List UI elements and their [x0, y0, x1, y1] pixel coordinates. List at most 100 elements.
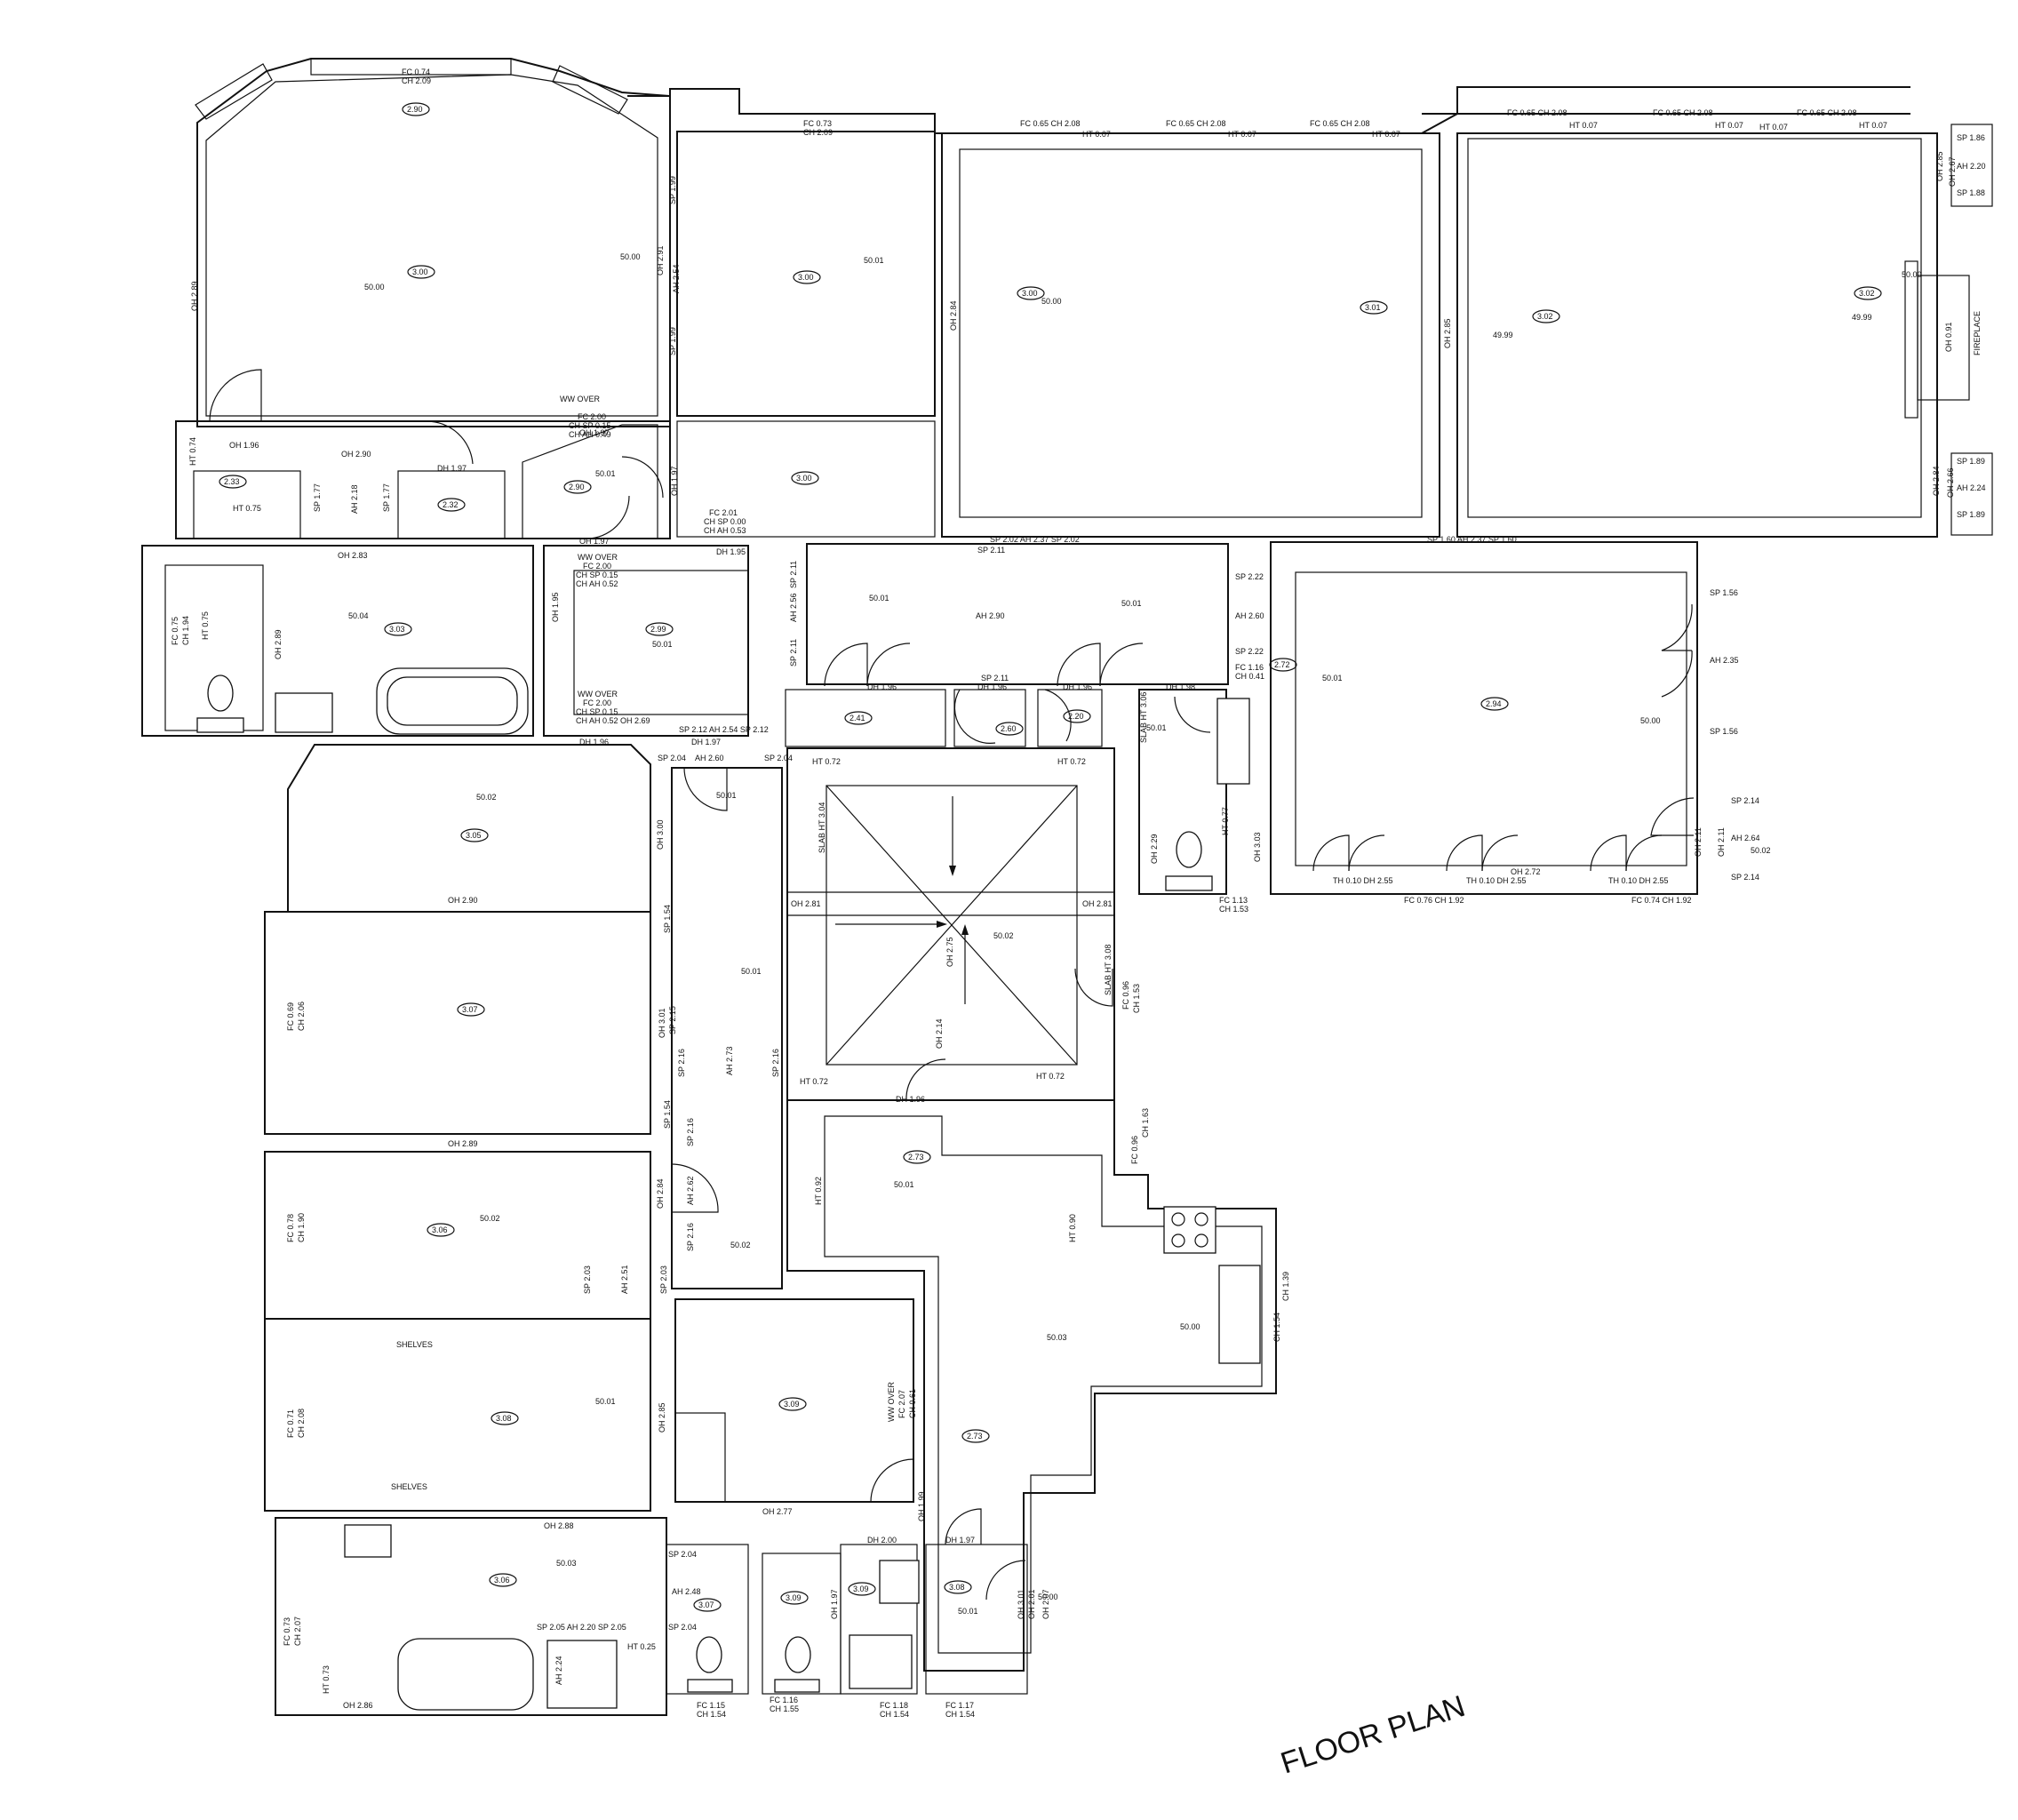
dim: FC 1.17 [945, 1701, 974, 1710]
fixtures [196, 667, 1261, 1711]
dim: FC 0.73 [283, 1617, 291, 1646]
dim: FC 0.65 CH 2.08 [1310, 119, 1370, 128]
room-241 [785, 689, 946, 747]
spot-level: 50.00 [1041, 297, 1062, 306]
dim: SP 2.04 [658, 754, 686, 762]
dim: CH 1.94 [181, 616, 190, 645]
room-height-306b: 3.06 [494, 1576, 510, 1585]
dim: OH 2.72 [1511, 867, 1541, 876]
dim: FC 0.65 CH 2.08 [1507, 108, 1567, 117]
dim: OH 2.75 [945, 937, 954, 967]
spot-level: 50.00 [1640, 716, 1661, 725]
dim: HT 0.72 [1057, 757, 1086, 766]
spot-level: 49.99 [1852, 313, 1872, 322]
dim: AH 2.35 [1710, 656, 1739, 665]
spot-level: 50.01 [958, 1607, 978, 1616]
dim: FC 0.74 [402, 68, 430, 76]
basin-303 [275, 692, 333, 733]
spot-level: 50.01 [864, 256, 884, 265]
toilet-309b [785, 1636, 811, 1673]
dim: TH 0.10 DH 2.55 [1608, 876, 1669, 885]
toilet-303-tank [196, 717, 244, 733]
wall-bay-room [196, 58, 671, 427]
dim: AH 2.73 [725, 1046, 734, 1075]
dim: CH SP 0.15 [576, 571, 618, 579]
room-232 [397, 470, 506, 539]
slab-label-308: SLAB HT 3.08 [1104, 945, 1113, 995]
toilet-right-tank [1165, 875, 1213, 891]
dim: AH 2.24 [1957, 483, 1986, 492]
spot-level: 50.01 [894, 1180, 914, 1189]
dim: CH AH 0.53 [704, 526, 746, 535]
dim: AH 2.90 [976, 611, 1005, 620]
dim: CH 1.90 [297, 1213, 306, 1242]
wc-309c [840, 1544, 918, 1695]
dim: DH 1.97 [437, 464, 467, 473]
ww-over-label: WW OVER [560, 395, 600, 403]
dim: CH 0.41 [1235, 672, 1264, 681]
dim: OH 2.67 [1948, 156, 1957, 187]
hob-ring-3 [1171, 1233, 1185, 1248]
stair-void-inner [826, 785, 1078, 1066]
room-height-300a: 3.00 [412, 267, 428, 276]
room-309-closet [674, 1412, 726, 1503]
dim: OH 2.89 [274, 629, 283, 659]
dimension-annotations: FC 0.74 CH 2.09 FC 0.73 CH 2.09 FC 0.65 … [229, 68, 1986, 1719]
dim: DH 1.96 [977, 682, 1007, 691]
room-height-307: 3.07 [462, 1005, 478, 1014]
dim: DH 1.98 [1166, 682, 1195, 691]
room-303-walls [141, 545, 534, 737]
dim: OH 2.11 [1694, 827, 1703, 857]
dim: AH 2.64 [1731, 834, 1760, 842]
dim: DH 1.96 [579, 738, 609, 746]
dim: HT 0.72 [800, 1077, 828, 1086]
room-260 [953, 689, 1026, 747]
room-height-309: 3.09 [784, 1400, 800, 1409]
room-height-273a: 2.73 [908, 1153, 924, 1161]
dim: OH 2.01 [1027, 1589, 1036, 1619]
ww-over-label: WW OVER [578, 553, 618, 562]
dim: SP 2.16 [686, 1223, 695, 1251]
recess-lower [1950, 452, 1993, 536]
room-height-272: 2.72 [1274, 660, 1290, 669]
room-302-walls [1456, 132, 1938, 538]
dim: OH 2.81 [1082, 899, 1113, 908]
dim: OH 2.83 [338, 551, 368, 560]
dim: OH 2.89 [448, 1139, 478, 1148]
dim: FC 1.15 [697, 1701, 725, 1710]
room-height-tags: 2.90 3.00 3.00 3.00 3.00 3.01 3.02 3.02 … [219, 102, 1882, 1612]
dim: AH 2.51 [620, 1265, 629, 1294]
dim: SP 2.14 [1731, 873, 1759, 882]
dim: SP 1.86 [1957, 133, 1985, 142]
dim: OH 2.69 [620, 716, 650, 725]
dim: OH 3.01 [658, 1008, 666, 1038]
toilet-309b-tank [774, 1679, 820, 1693]
fireplace-label: FIREPLACE [1973, 311, 1982, 355]
dim: SP 2.03 [659, 1265, 668, 1294]
room-294-inner [1295, 571, 1687, 866]
room-height-233: 2.33 [224, 477, 240, 486]
room-290b [522, 424, 658, 539]
ww-over-label: WW OVER [887, 1382, 896, 1422]
room-height-309b: 3.09 [786, 1593, 802, 1602]
kitchen-sink [1218, 1265, 1261, 1364]
basin-309c [879, 1560, 920, 1604]
shelves-label-bottom: SHELVES [391, 1482, 427, 1491]
dim: SP 1.89 [1957, 457, 1985, 466]
room-height-220: 2.20 [1068, 712, 1084, 721]
spot-levels: 50.00 50.00 50.01 50.00 49.99 49.99 50.0… [348, 252, 1922, 1616]
dim: HT 0.07 [1082, 130, 1111, 139]
wc-309b [762, 1553, 841, 1695]
dim: OH 2.86 [343, 1701, 373, 1710]
dim: FC 2.07 [897, 1390, 906, 1418]
dim: CH 2.07 [293, 1616, 302, 1646]
basin-right [1216, 698, 1250, 785]
dim: SP 1.60 AH 2.37 SP 1.60 [1427, 535, 1517, 544]
hob-ring-2 [1194, 1212, 1208, 1226]
room-height-232: 2.32 [443, 500, 459, 509]
toilet-307 [696, 1636, 722, 1673]
dim: CH 1.63 [1141, 1108, 1150, 1138]
hob-ring-4 [1194, 1233, 1208, 1248]
dim: CH 1.53 [1219, 905, 1248, 914]
dim: SP 1.56 [1710, 588, 1738, 597]
